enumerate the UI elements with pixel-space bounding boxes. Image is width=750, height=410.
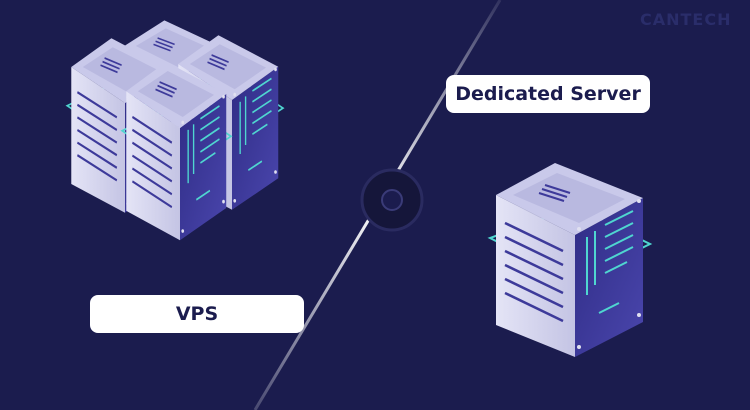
logo-watermark: CANTECH: [640, 10, 732, 29]
dedicated-server: [488, 161, 652, 359]
vps-label: VPS: [90, 295, 304, 333]
vps-server-cluster: [66, 19, 285, 242]
dedicated-server-label: Dedicated Server: [446, 75, 650, 113]
